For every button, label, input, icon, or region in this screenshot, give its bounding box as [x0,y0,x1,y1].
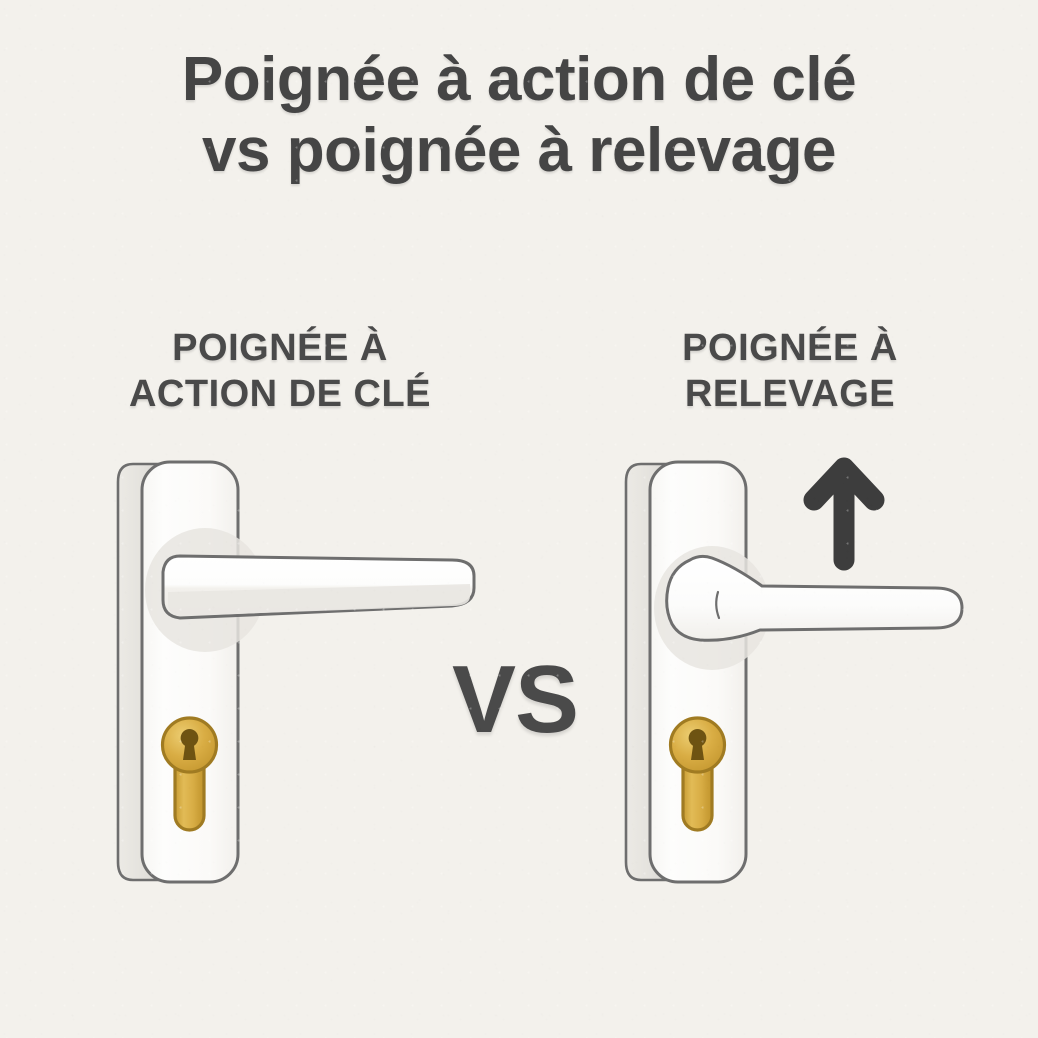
column-heading-key-action: POIGNÉE À ACTION DE CLÉ [128,327,432,416]
vs-label: VS [451,646,579,753]
up-arrow-icon [803,457,885,571]
euro-cylinder-keyhole [160,716,219,832]
lever-detail-line [715,590,721,620]
column-heading-lift-up: POIGNÉE À RELEVAGE [682,327,898,416]
arrow-head [803,457,885,511]
lever-underside-shade [168,584,470,616]
euro-cylinder-keyhole [668,716,727,832]
page-title: Poignée à action de clé vs poignée à rel… [181,45,857,186]
keyhole-slot [688,729,707,760]
keyhole-slot [180,729,199,760]
lever-arm [665,554,964,642]
